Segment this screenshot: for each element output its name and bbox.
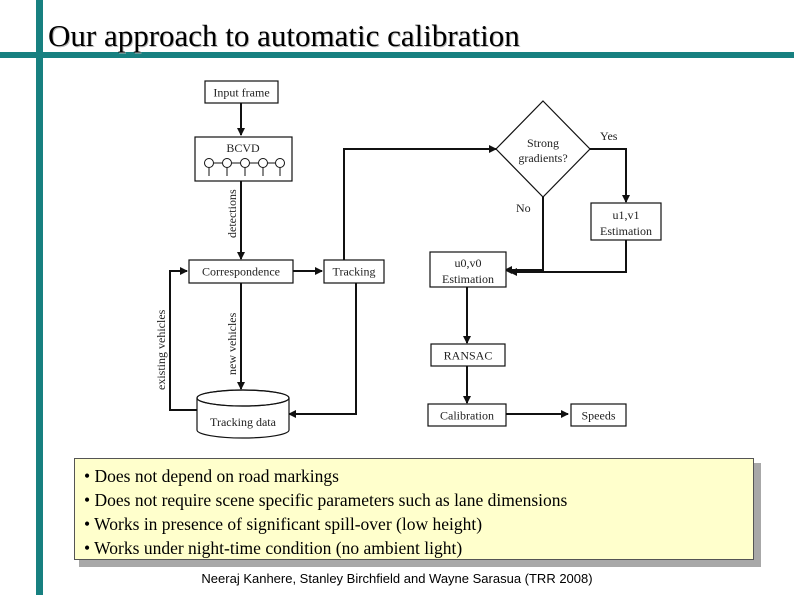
node-input-frame: Input frame [204, 80, 279, 104]
svg-text:Input frame: Input frame [213, 86, 269, 100]
label-no: No [516, 201, 531, 215]
title-underline-bar [0, 52, 794, 58]
node-strong-gradients-decision: Strong gradients? [495, 100, 591, 198]
arrow-tracking-to-decision [343, 145, 497, 260]
node-u0v0-estimation: u0,v0 Estimation [429, 251, 507, 288]
svg-text:Estimation: Estimation [442, 272, 494, 286]
arrow-tracking-data-to-correspondence [169, 267, 197, 411]
slide-title: Our approach to automatic calibration [48, 18, 520, 53]
node-tracking: Tracking [323, 259, 385, 284]
svg-text:gradients?: gradients? [518, 151, 567, 165]
label-detections: detections [225, 189, 239, 238]
node-speeds: Speeds [570, 403, 627, 427]
arrow-tracking-to-tracking-data [288, 282, 357, 418]
svg-text:Tracking: Tracking [333, 265, 376, 279]
svg-text:BCVD: BCVD [226, 141, 260, 155]
node-calibration: Calibration [427, 403, 507, 427]
svg-text:Estimation: Estimation [600, 224, 652, 238]
bullet-item: • Works in presence of significant spill… [84, 514, 483, 534]
svg-text:Correspondence: Correspondence [202, 265, 280, 279]
citation: Neeraj Kanhere, Stanley Birchfield and W… [201, 571, 593, 586]
left-accent-bar [36, 0, 43, 595]
node-bcvd: BCVD [194, 136, 293, 182]
node-correspondence: Correspondence [188, 259, 294, 284]
label-new-vehicles: new vehicles [225, 312, 239, 375]
arrow-u1v1-to-u0v0 [509, 240, 627, 276]
bullet-item: • Does not require scene specific parame… [84, 490, 568, 510]
svg-text:u0,v0: u0,v0 [455, 256, 482, 270]
node-ransac: RANSAC [430, 343, 506, 367]
svg-text:Speeds: Speeds [582, 409, 616, 423]
bullet-item: • Works under night-time condition (no a… [84, 538, 463, 558]
svg-text:Tracking data: Tracking data [210, 415, 277, 429]
node-u1v1-estimation: u1,v1 Estimation [590, 202, 662, 241]
bcvd-network-icon [204, 158, 285, 176]
bullet-item: • Does not depend on road markings [84, 466, 339, 486]
svg-text:RANSAC: RANSAC [444, 349, 493, 363]
arrow-decision-yes-to-u1v1 [590, 148, 630, 203]
svg-text:u1,v1: u1,v1 [613, 208, 640, 222]
label-existing-vehicles: existing vehicles [154, 309, 168, 390]
bullet-box: • Does not depend on road markings • Doe… [74, 458, 754, 560]
svg-text:Calibration: Calibration [440, 409, 494, 423]
label-yes: Yes [600, 129, 618, 143]
flow-connectors [169, 103, 630, 418]
arrow-no-to-u0v0 [504, 260, 544, 274]
node-tracking-data: Tracking data [196, 389, 290, 439]
svg-text:Strong: Strong [527, 136, 559, 150]
